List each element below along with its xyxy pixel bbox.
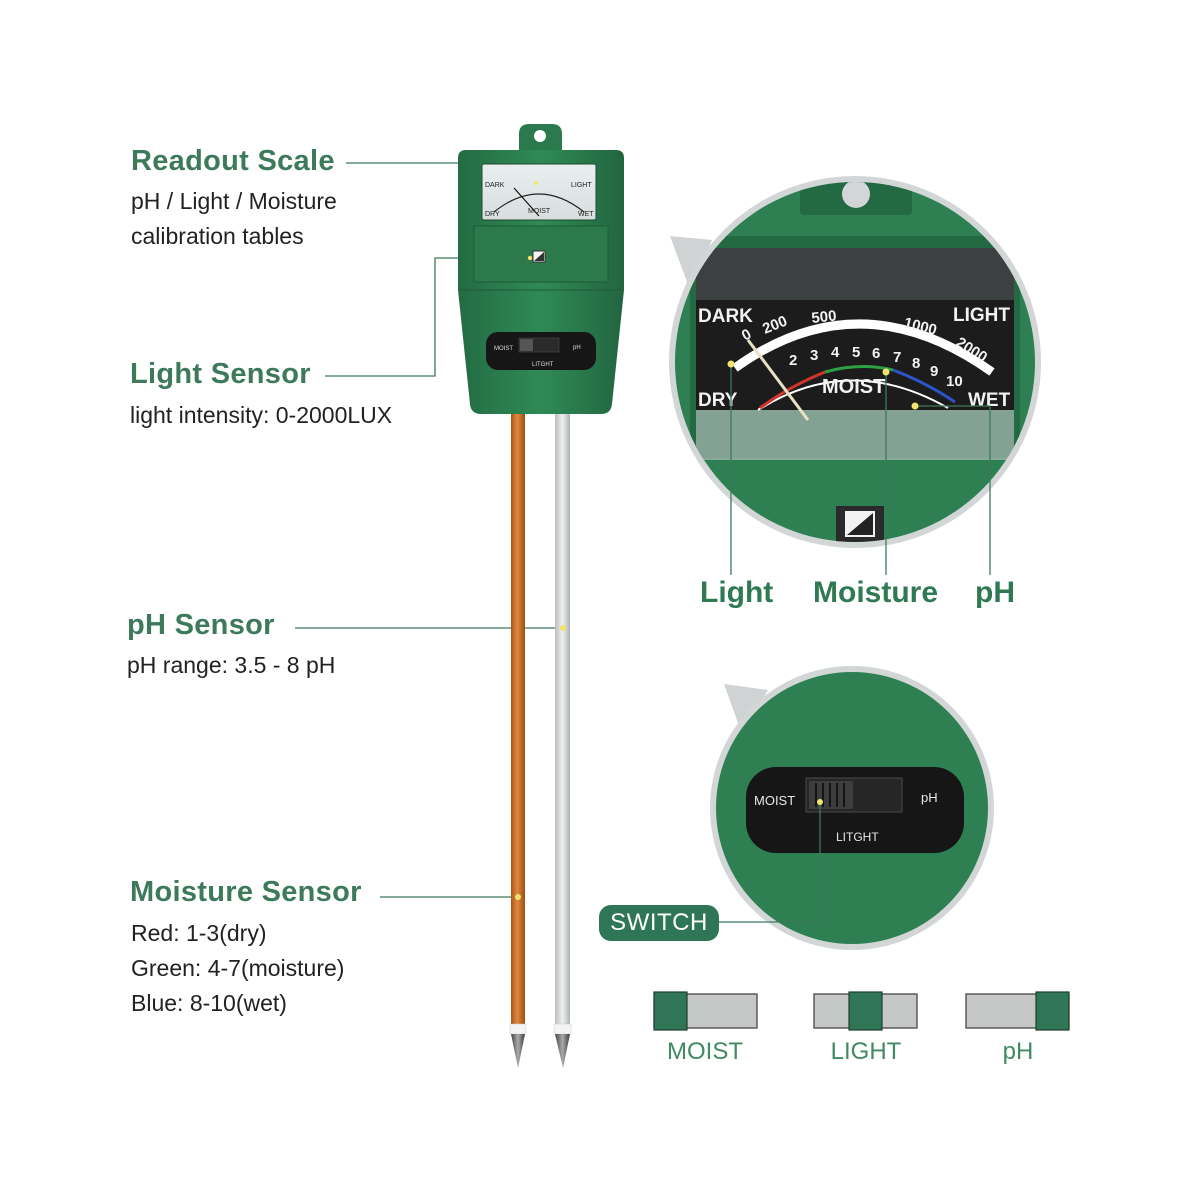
ph-sensor-dot	[560, 625, 566, 631]
steel-probe	[555, 410, 570, 1028]
meter-zoom-callout: DARK LIGHT DRY WET MOIST 0 200 500 1000 …	[669, 176, 1041, 575]
light-sensor-panel	[473, 225, 609, 283]
switch-leader	[718, 802, 821, 923]
switch-position-icon	[813, 991, 918, 1031]
switch-caption-moist: MOIST	[667, 1038, 743, 1065]
light-scale-label: Light	[700, 576, 774, 609]
moisture-desc-line: Green: 4-7(moisture)	[131, 955, 345, 981]
moist-tick-6: 6	[872, 345, 880, 362]
switch-position-icon	[965, 991, 1070, 1031]
meter-needle-mini	[513, 187, 540, 217]
switch-caption-light: LIGHT	[830, 1038, 902, 1065]
copper-probe-tip	[511, 1034, 525, 1068]
ph-sensor-desc: pH range: 3.5 - 8 pH	[127, 648, 335, 683]
moist-tick-3: 3	[810, 347, 818, 364]
switch-zoom-callout: MOIST pH LITGHT	[710, 666, 994, 950]
ph-scale-label: pH	[975, 576, 1015, 609]
switch-knob	[1035, 991, 1070, 1031]
readout-desc-line: calibration tables	[131, 223, 304, 249]
zoom-dry-label: DRY	[698, 390, 738, 411]
zoom1-pointer	[670, 236, 712, 290]
ph-scale-leader	[915, 405, 991, 575]
switch-knob	[848, 991, 883, 1031]
mini-dark-label: DARK	[485, 182, 505, 189]
mini-switch-light: LITGHT	[532, 362, 554, 368]
light-sensor-shade	[534, 252, 544, 261]
mini-wet-label: WET	[578, 211, 594, 218]
switch-caption-ph: pH	[1002, 1038, 1034, 1065]
probes	[509, 410, 572, 1068]
meter-device: DARK LIGHT DRY WET MOIST MOIST pH LITGHT	[458, 124, 624, 414]
moist-tick-5: 5	[852, 344, 860, 361]
zoom-wet-label: WET	[968, 390, 1011, 411]
readout-desc-line: pH / Light / Moisture	[131, 188, 337, 214]
readout-scale-title: Readout Scale	[131, 145, 335, 177]
lux-tick-500: 500	[811, 307, 838, 327]
copper-probe-band	[509, 1023, 527, 1035]
ph-sensor-title: pH Sensor	[127, 609, 275, 641]
switch-badge: SWITCH	[599, 905, 719, 941]
moisture-ticks: 2 3 4 5 6 7 8 9 10	[789, 344, 963, 390]
ph-desc-line: pH range: 3.5 - 8 pH	[127, 652, 336, 678]
moist-tick-8: 8	[912, 355, 920, 372]
readout-scale-dot	[534, 181, 538, 185]
moisture-desc-line: Red: 1-3(dry)	[131, 920, 267, 946]
moist-tick-2: 2	[789, 352, 797, 369]
zoom-switch-light: LITGHT	[836, 830, 879, 844]
zoom-switch-ph: pH	[921, 790, 938, 805]
zoom2-pointer	[724, 684, 768, 734]
copper-probe	[511, 410, 525, 1028]
meter-arc-mini	[493, 193, 585, 213]
moist-tick-9: 9	[930, 363, 938, 380]
switch-position-icon	[653, 991, 758, 1031]
zoom-light-label: LIGHT	[953, 305, 1010, 326]
moisture-sensor-dot	[515, 894, 521, 900]
switch-knob	[653, 991, 688, 1031]
ph-scale-dot	[911, 402, 919, 410]
mini-light-label: LIGHT	[571, 182, 592, 189]
moisture-desc-line: Blue: 8-10(wet)	[131, 990, 287, 1016]
readout-scale-desc: pH / Light / Moisture calibration tables	[131, 184, 337, 254]
zoom1-leaders	[730, 364, 991, 575]
mini-moist-label: MOIST	[528, 208, 551, 215]
zoom-dark-label: DARK	[698, 306, 753, 327]
steel-probe-band	[553, 1023, 572, 1035]
zoom-moist-label: MOIST	[822, 376, 885, 398]
steel-probe-tip	[555, 1034, 570, 1068]
mini-switch-moist: MOIST	[494, 346, 513, 352]
moist-tick-4: 4	[831, 344, 840, 361]
mini-switch-ph: pH	[573, 345, 581, 351]
moist-tick-7: 7	[893, 349, 901, 366]
mini-switch-knob	[520, 339, 533, 351]
switch-dot	[817, 799, 823, 805]
switch-positions	[653, 991, 1070, 1031]
moisture-scale-dot	[882, 368, 890, 376]
zoom-switch-moist: MOIST	[754, 793, 795, 808]
light-sensor-title: Light Sensor	[130, 358, 311, 390]
mini-dry-label: DRY	[485, 211, 500, 218]
light-sensor-dot	[527, 255, 533, 261]
light-sensor-desc: light intensity: 0-2000LUX	[130, 398, 392, 433]
moisture-scale-label: Moisture	[813, 576, 939, 609]
moisture-sensor-desc: Red: 1-3(dry) Green: 4-7(moisture) Blue:…	[131, 916, 344, 1021]
hanging-hole	[534, 130, 546, 142]
meter-window	[481, 163, 597, 221]
moisture-sensor-title: Moisture Sensor	[130, 876, 362, 908]
light-scale-dot	[727, 360, 735, 368]
light-desc-line: light intensity: 0-2000LUX	[130, 402, 393, 428]
moist-tick-10: 10	[946, 373, 963, 390]
